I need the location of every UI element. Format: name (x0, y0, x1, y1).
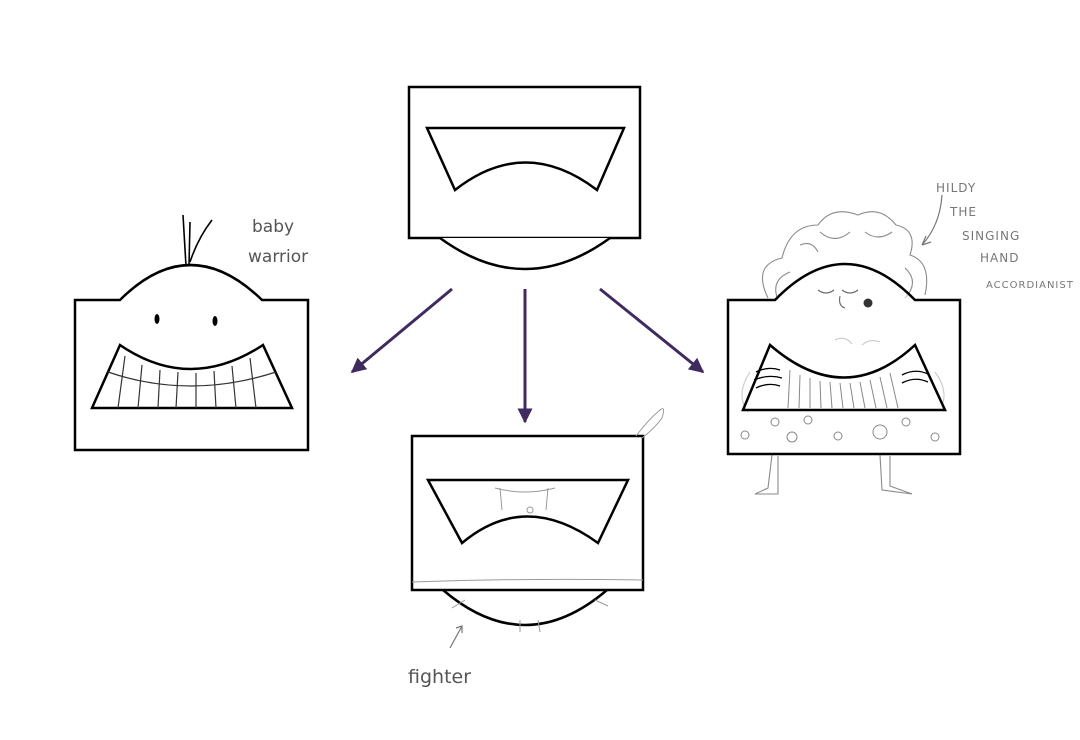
base-shape (407, 85, 642, 271)
label-baby: baby (252, 217, 294, 237)
arrows (350, 287, 705, 424)
label-hildy-2: THE (949, 205, 977, 219)
arrow-to-baby-warrior (350, 287, 453, 374)
fighter-shape: fighter (408, 408, 665, 688)
hildy-pointer-arrow (921, 194, 943, 246)
label-hildy-1: HILDY (936, 181, 976, 195)
label-warrior: warrior (248, 247, 308, 267)
fighter-pencil-sketch (411, 408, 665, 633)
hildy-shape: HILDY THE SINGING HAND ACCORDIANIST (726, 181, 1074, 495)
hildy-face (817, 289, 873, 309)
arrow-to-hildy (599, 287, 705, 374)
accordion-lines (787, 369, 899, 409)
teeth-lines (107, 355, 277, 409)
hair-tuft (182, 214, 213, 267)
baby-warrior-shape: baby warrior (73, 214, 310, 452)
hildy-buttons (740, 415, 940, 443)
label-fighter: fighter (408, 666, 471, 688)
label-hildy-5: ACCORDIANIST (986, 280, 1074, 291)
fighter-pointer-arrow (449, 625, 463, 649)
label-hildy-4: HAND (980, 251, 1019, 265)
right-eye (212, 316, 218, 326)
hildy-hands (753, 367, 929, 389)
label-hildy-3: SINGING (962, 229, 1020, 243)
left-eye (154, 314, 160, 324)
